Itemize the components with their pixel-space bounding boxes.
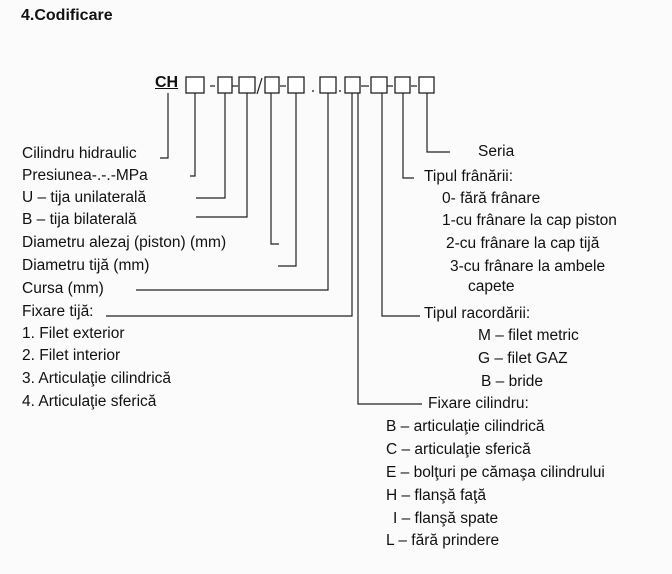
code-box (319, 76, 337, 94)
label-tija-unilaterala: U – tija unilaterală (22, 189, 147, 206)
code-box (344, 76, 361, 94)
page-title: 4.Codificare (21, 7, 113, 24)
franare-option: 0- fără frânare (442, 190, 541, 207)
fixare-tija-option: 2. Filet interior (22, 347, 121, 364)
code-box (238, 76, 256, 94)
label-tija-bilaterala: B – tija bilaterală (22, 211, 137, 228)
franare-option: capete (468, 278, 515, 295)
code-box (185, 76, 205, 94)
code-prefix: CH (155, 74, 179, 91)
franare-option: 2-cu frânare la cap tijă (446, 235, 600, 252)
fixare-cilindru-option: E – bolţuri pe cămaşa cilindrului (386, 464, 605, 481)
racordare-option: M – filet metric (478, 327, 579, 344)
franare-option: 1-cu frânare la cap piston (442, 212, 617, 229)
code-box (394, 76, 411, 94)
code-box (287, 76, 305, 94)
label-cursa: Cursa (mm) (22, 280, 104, 297)
fixare-cilindru-option: B – articulaţie cilindrică (386, 418, 545, 435)
fixare-cilindru-option: H – flanşă faţă (386, 487, 486, 504)
fixare-cilindru-heading: Fixare cilindru: (428, 395, 529, 412)
code-box (370, 76, 388, 94)
fixare-tija-option: 4. Articulaţie sferică (22, 393, 157, 410)
tipul-franarii-heading: Tipul frânării: (424, 168, 514, 185)
label-seria: Seria (478, 143, 515, 160)
fixare-tija-option: 3. Articulaţie cilindrică (22, 370, 172, 387)
fixare-tija-option: 1. Filet exterior (22, 325, 125, 342)
fixare-cilindru-option: I – flanşă spate (393, 510, 499, 527)
fixare-cilindru-option: L – fără prindere (386, 532, 500, 549)
label-presiunea: Presiunea-.-.-MPa (22, 167, 148, 184)
tipul-racordarii-heading: Tipul racordării: (424, 305, 531, 322)
franare-option: 3-cu frânare la ambele (450, 258, 606, 275)
label-diametru-alezaj: Diametru alezaj (piston) (mm) (22, 234, 227, 251)
label-cilindru-hidraulic: Cilindru hidraulic (22, 145, 137, 162)
label-diametru-tija: Diametru tijă (mm) (22, 257, 150, 274)
label-fixare-tija: Fixare tijă: (22, 303, 94, 320)
code-box (264, 76, 280, 94)
racordare-option: G – filet GAZ (478, 350, 568, 367)
code-box (217, 76, 233, 94)
racordare-option: B – bride (481, 373, 544, 390)
fixare-cilindru-option: C – articulaţie sferică (386, 441, 531, 458)
code-box (418, 76, 435, 94)
